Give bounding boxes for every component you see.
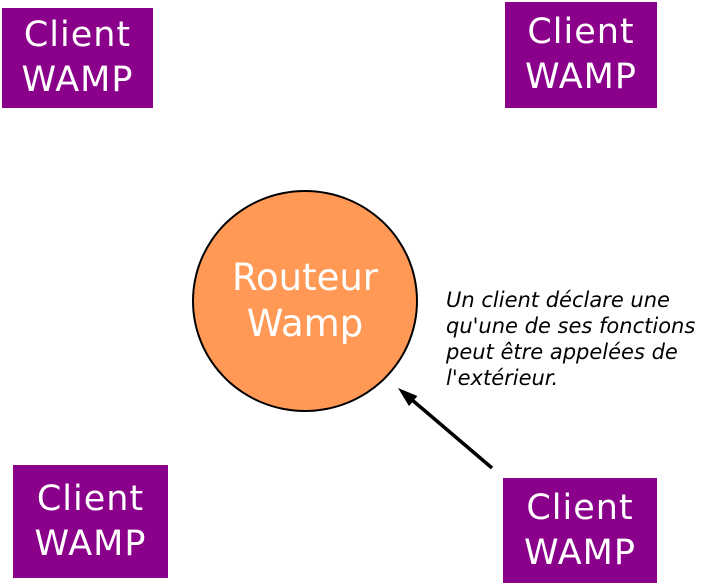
client-node-top-left: Client WAMP — [2, 8, 153, 108]
annotation-line: qu'une de ses fonctions — [446, 314, 696, 338]
client-node-label-line1: Client — [526, 487, 634, 528]
register-arrow-head-icon — [398, 388, 418, 407]
client-node-label-line2: WAMP — [524, 532, 636, 573]
annotation-line: l'extérieur. — [446, 366, 559, 390]
client-node-label-line2: WAMP — [21, 60, 134, 100]
annotation-text: Un client déclare une qu'une de ses fonc… — [446, 287, 706, 391]
client-node-bottom-left: Client WAMP — [13, 465, 168, 578]
client-node-bottom-right: Client WAMP — [503, 478, 657, 583]
router-node-label-line1: Routeur — [231, 256, 379, 299]
router-node: Routeur Wamp — [192, 190, 418, 412]
annotation-line: peut être appelées de — [446, 340, 678, 364]
client-node-label-line1: Client — [23, 15, 132, 55]
client-node-label-line2: WAMP — [34, 523, 147, 564]
client-node-label-line1: Client — [36, 478, 145, 519]
client-node-label-line2: WAMP — [525, 57, 637, 97]
annotation-line: Un client déclare une — [446, 288, 670, 312]
client-node-top-right: Client WAMP — [505, 2, 657, 108]
router-node-label-line2: Wamp — [246, 302, 364, 345]
register-arrow-shaft — [409, 397, 494, 470]
client-node-label-line1: Client — [527, 12, 635, 52]
